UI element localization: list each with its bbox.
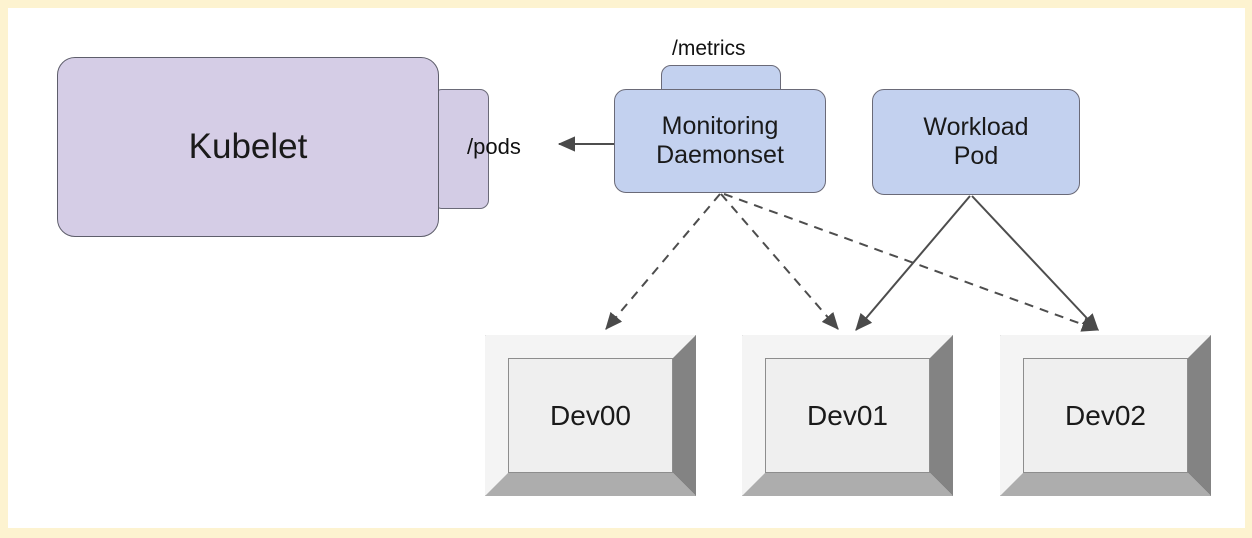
edge-daemonset-to-dev00: [605, 193, 721, 330]
workload-pod-label: Workload Pod: [923, 112, 1029, 171]
device-bevel-right: [930, 335, 953, 496]
device-node-dev01[interactable]: Dev01: [742, 335, 953, 496]
pods-endpoint-label: /pods: [467, 134, 521, 159]
device-bevel-left: [742, 335, 765, 496]
device-node-dev02[interactable]: Dev02: [1000, 335, 1211, 496]
device-bevel-right: [673, 335, 696, 496]
edge-daemonset-to-dev02: [723, 193, 1100, 332]
device-bevel-bottom: [485, 473, 696, 496]
edge-workload-to-dev01: [855, 195, 971, 331]
kubelet-endpoint-tab: [433, 89, 489, 209]
device-screen: Dev02: [1023, 358, 1188, 473]
device-label: Dev00: [550, 399, 631, 431]
device-bevel-top: [485, 335, 696, 358]
device-bevel-bottom: [742, 473, 953, 496]
device-bevel-left: [1000, 335, 1023, 496]
monitoring-daemonset-label: Monitoring Daemonset: [656, 111, 784, 170]
device-bevel-right: [1188, 335, 1211, 496]
device-bevel-top: [1000, 335, 1211, 358]
kubelet-body[interactable]: Kubelet: [57, 57, 439, 237]
device-screen: Dev00: [508, 358, 673, 473]
kubelet-label: Kubelet: [188, 127, 308, 167]
workload-pod-node[interactable]: Workload Pod: [872, 89, 1080, 195]
device-bevel-left: [485, 335, 508, 496]
device-bevel-top: [742, 335, 953, 358]
device-bevel-bottom: [1000, 473, 1211, 496]
device-node-dev00[interactable]: Dev00: [485, 335, 696, 496]
metrics-endpoint-label: /metrics: [672, 37, 746, 60]
device-label: Dev02: [1065, 399, 1146, 431]
device-label: Dev01: [807, 399, 888, 431]
edge-daemonset-to-dev01: [720, 193, 839, 330]
edge-workload-to-dev02: [971, 195, 1099, 331]
diagram-canvas: Kubelet /pods /metrics Monitoring Daemon…: [8, 8, 1245, 528]
connector-layer: [557, 136, 1100, 332]
device-screen: Dev01: [765, 358, 930, 473]
kubelet-node[interactable]: Kubelet: [57, 57, 489, 247]
monitoring-daemonset-node[interactable]: Monitoring Daemonset: [614, 89, 826, 193]
